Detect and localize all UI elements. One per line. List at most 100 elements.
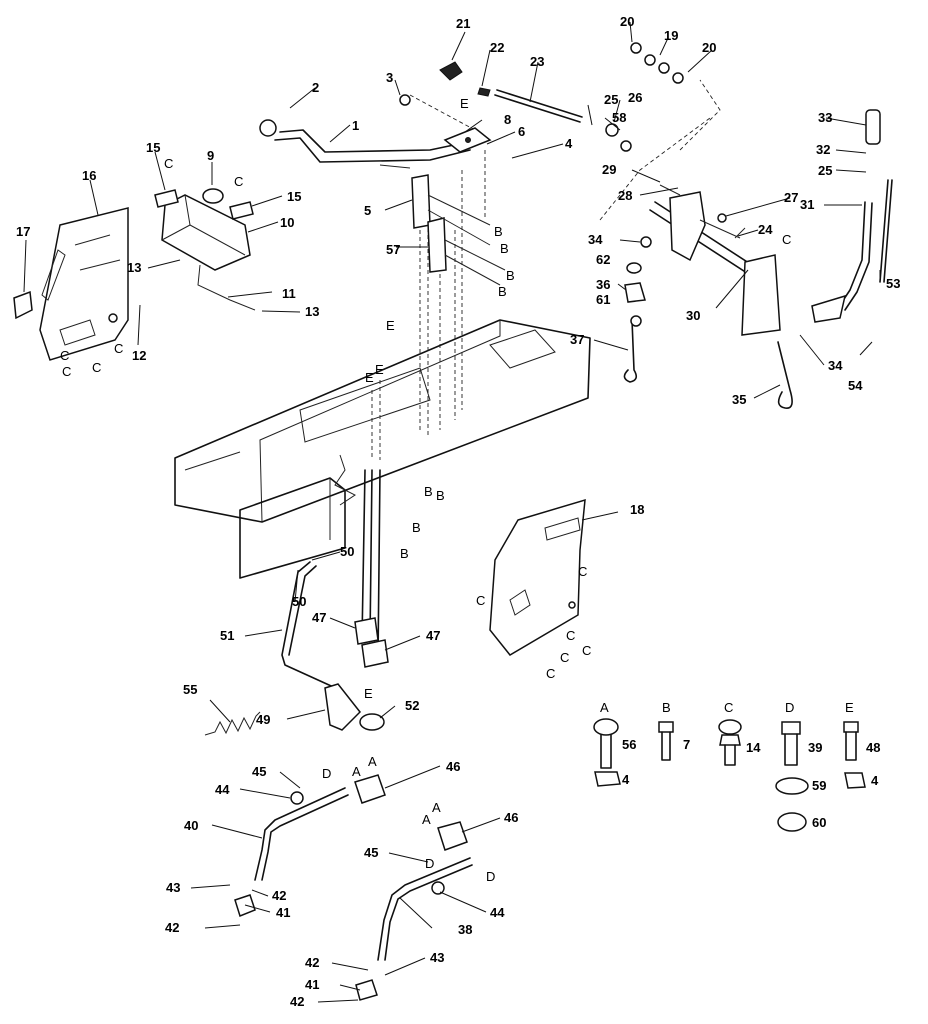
callout-34b: 34: [828, 358, 843, 373]
callout-57: 57: [386, 242, 400, 257]
callout-50b: 50: [292, 594, 306, 609]
callout-50: 50: [340, 544, 354, 559]
callout-36: 36: [596, 277, 610, 292]
ref-c: C: [92, 360, 101, 375]
ref-b: B: [506, 268, 515, 283]
callout-53: 53: [886, 276, 900, 291]
callout-12: 12: [132, 348, 146, 363]
brake-pedal-31: [811, 109, 893, 323]
callout-49: 49: [256, 712, 270, 727]
hardware-bolt-d: [775, 721, 809, 832]
rod-guides: [371, 79, 721, 460]
lever-38: [355, 821, 473, 1001]
callout-62: 62: [596, 252, 610, 267]
callout-20: 20: [620, 14, 634, 29]
ref-b: B: [500, 241, 509, 256]
ref-c: C: [62, 364, 71, 379]
key-letter-e: E: [845, 700, 854, 715]
washers-19-20: [605, 42, 684, 152]
ref-e: E: [386, 318, 395, 333]
key-letter-b: B: [662, 700, 671, 715]
hardware-bolt-b: [658, 721, 674, 761]
callout-40: 40: [184, 818, 198, 833]
link-49: [324, 683, 385, 731]
ref-b: B: [498, 284, 507, 299]
callout-42c: 42: [305, 955, 319, 970]
callout-56: 56: [622, 737, 636, 752]
callout-51: 51: [220, 628, 234, 643]
callout-15b: 15: [287, 189, 301, 204]
callout-8: 8: [504, 112, 511, 127]
callout-22: 22: [490, 40, 504, 55]
callout-43b: 43: [430, 950, 444, 965]
ref-c: C: [566, 628, 575, 643]
callout-21: 21: [456, 16, 470, 31]
side-panel-16: [39, 207, 129, 361]
callout-42: 42: [272, 888, 286, 903]
ref-c: C: [234, 174, 243, 189]
ref-b: B: [412, 520, 421, 535]
callout-19: 19: [664, 28, 678, 43]
ref-e: E: [365, 370, 374, 385]
ref-d: D: [486, 869, 495, 884]
callout-15: 15: [146, 140, 160, 155]
callout-41b: 41: [305, 977, 319, 992]
callout-10: 10: [280, 215, 294, 230]
callout-4: 4: [565, 136, 573, 151]
callout-34: 34: [588, 232, 603, 247]
key-letter-a: A: [600, 700, 609, 715]
ref-d: D: [322, 766, 331, 781]
ref-c: C: [560, 650, 569, 665]
callout-18: 18: [630, 502, 644, 517]
callout-45: 45: [252, 764, 266, 779]
rod-50-51: [281, 561, 341, 691]
callout-11: 11: [282, 286, 296, 301]
callout-59: 59: [812, 778, 826, 793]
callout-29: 29: [602, 162, 616, 177]
ref-c: C: [476, 593, 485, 608]
callout-26: 26: [628, 90, 642, 105]
key-letter-d: D: [785, 700, 794, 715]
leader-lines: [23, 21, 881, 1003]
callout-42d: 42: [290, 994, 304, 1009]
callout-37: 37: [570, 332, 584, 347]
key-letter-c: C: [724, 700, 733, 715]
callout-38: 38: [458, 922, 472, 937]
lift-handle-1: [259, 119, 471, 169]
callout-27: 27: [784, 190, 798, 205]
callout-45b: 45: [364, 845, 378, 860]
ref-b: B: [494, 224, 503, 239]
callout-28: 28: [618, 188, 632, 203]
callout-25b: 25: [818, 163, 832, 178]
ref-a: A: [352, 764, 361, 779]
callout-30: 30: [686, 308, 700, 323]
callout-52: 52: [405, 698, 419, 713]
ref-a: A: [422, 812, 431, 827]
ref-c: C: [582, 643, 591, 658]
callout-7: 7: [683, 737, 690, 752]
callout-24: 24: [758, 222, 773, 237]
callout-31: 31: [800, 197, 814, 212]
hardware-key-letters: A B C D E: [600, 700, 854, 715]
hardware-bolt-e: [843, 721, 866, 789]
hardware-bolt-a: [593, 718, 621, 787]
callout-4b: 4: [622, 772, 630, 787]
ref-c: C: [164, 156, 173, 171]
ref-c: C: [114, 341, 123, 356]
callout-6: 6: [518, 124, 525, 139]
callout-61: 61: [596, 292, 610, 307]
callout-32: 32: [816, 142, 830, 157]
callout-25: 25: [604, 92, 618, 107]
callout-23: 23: [530, 54, 544, 69]
steering-shaft-23: [399, 61, 583, 123]
callout-55: 55: [183, 682, 197, 697]
callout-13b: 13: [305, 304, 319, 319]
reference-letters: E B B B B C C C C C C C C C C C C C E E …: [60, 96, 791, 884]
callout-41: 41: [276, 905, 290, 920]
ref-b: B: [400, 546, 409, 561]
rod-35: [623, 319, 793, 409]
ref-a: A: [432, 800, 441, 815]
side-panel-18: [489, 498, 586, 656]
ref-b: B: [436, 488, 445, 503]
